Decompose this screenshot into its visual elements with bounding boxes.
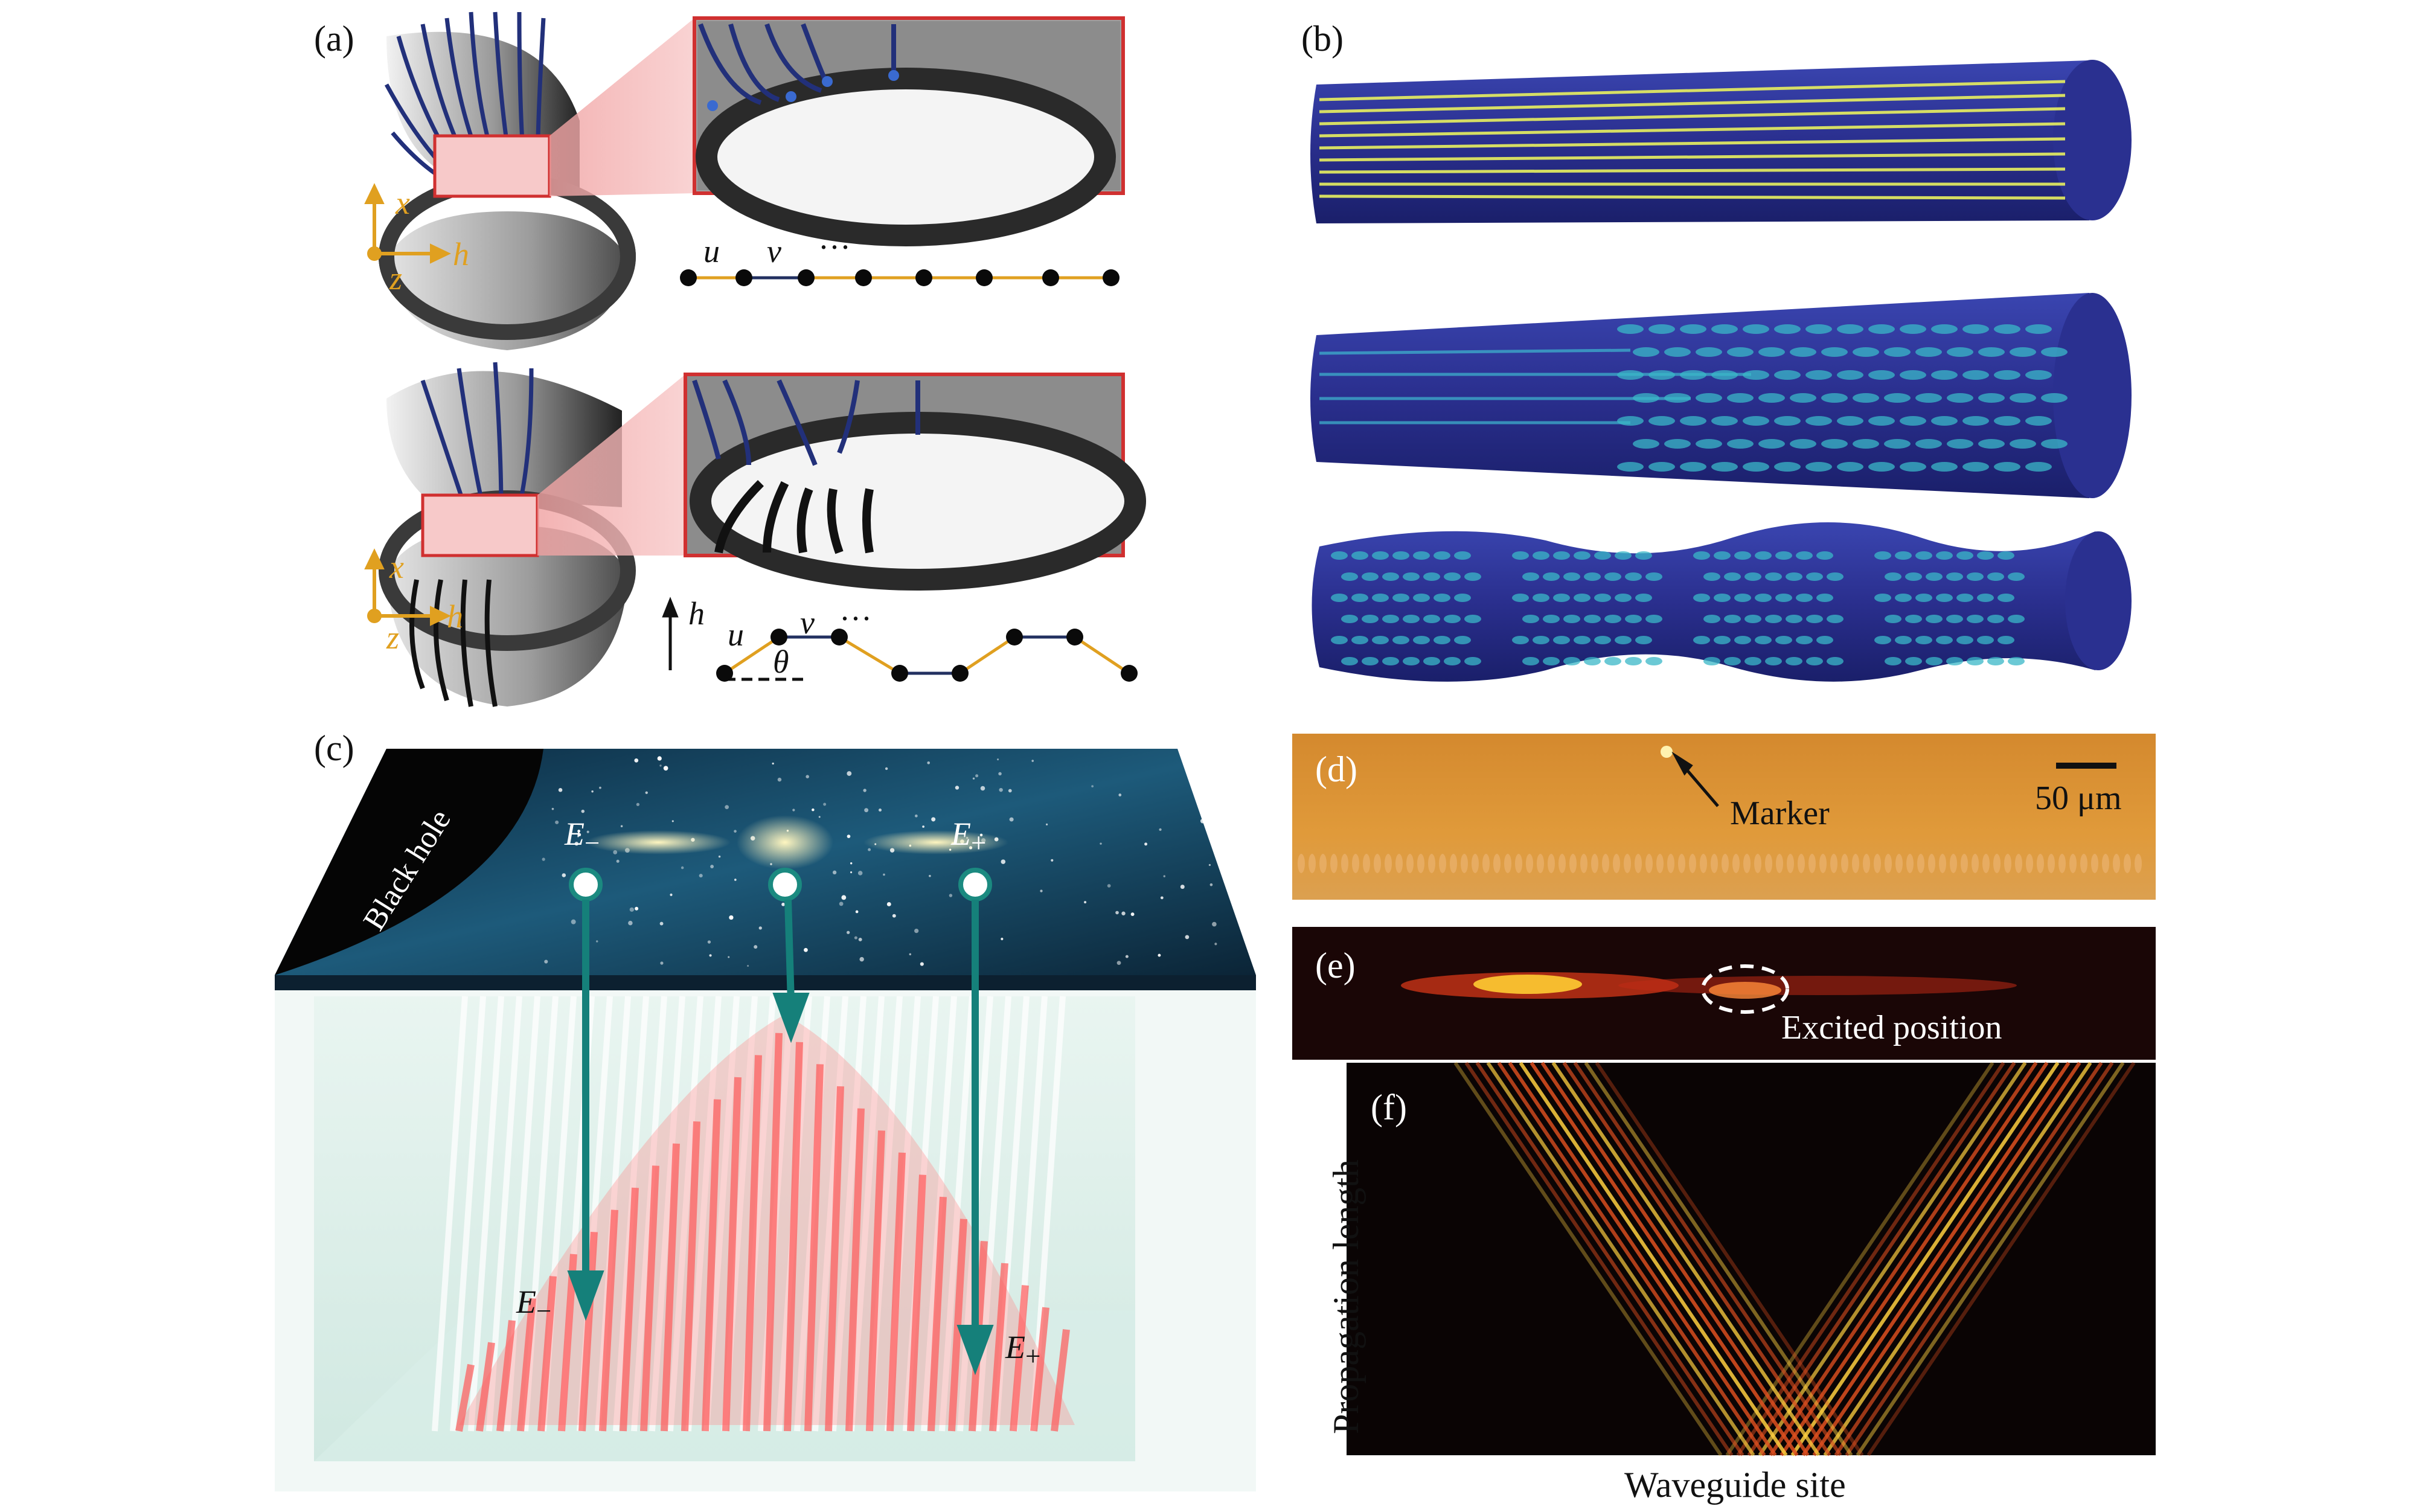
marker-label: Marker — [1730, 795, 1830, 832]
panel-e-label: (e) — [1315, 946, 1356, 985]
panel-c-label: (c) — [314, 728, 354, 768]
excited-position-marker — [1701, 964, 1789, 1014]
axis-z-bottom: z — [386, 620, 400, 656]
axis-z-top: z — [389, 260, 403, 296]
energy-plus-bottom: E+ — [1005, 1329, 1041, 1371]
chain-ellipsis-top: ··· — [818, 229, 851, 265]
chain-v-bottom: v — [800, 604, 815, 641]
panel-f-ylabel: Propagation length — [1326, 1159, 1366, 1434]
energy-minus-bottom: E− — [516, 1284, 552, 1326]
energy-minus-sky: E− — [565, 816, 600, 858]
panel-b-label: (b) — [1301, 19, 1344, 59]
panel-d-label: (d) — [1315, 749, 1357, 789]
chain-u-bottom: u — [728, 617, 744, 653]
energy-plus-sky: E+ — [951, 816, 987, 858]
axis-h-top: h — [453, 236, 469, 272]
black-hole — [275, 749, 543, 975]
panel-f-label: (f) — [1371, 1088, 1407, 1127]
axis-x-top: x — [396, 185, 410, 221]
chain-ellipsis-bottom: ··· — [839, 600, 872, 636]
axis-h-chain: h — [688, 595, 705, 632]
angle-theta: θ — [773, 644, 789, 680]
chain-v-top: v — [767, 233, 781, 269]
panel-a-label: (a) — [314, 19, 354, 59]
scale-bar-label: 50 μm — [2035, 780, 2122, 817]
axis-h-bottom: h — [447, 598, 463, 635]
panel-f-xlabel: Waveguide site — [1624, 1465, 1846, 1505]
chain-u-top: u — [703, 233, 720, 269]
excited-position-label: Excited position — [1781, 1009, 2002, 1046]
axis-x-bottom: x — [389, 549, 404, 585]
light-cone — [459, 1014, 1075, 1425]
